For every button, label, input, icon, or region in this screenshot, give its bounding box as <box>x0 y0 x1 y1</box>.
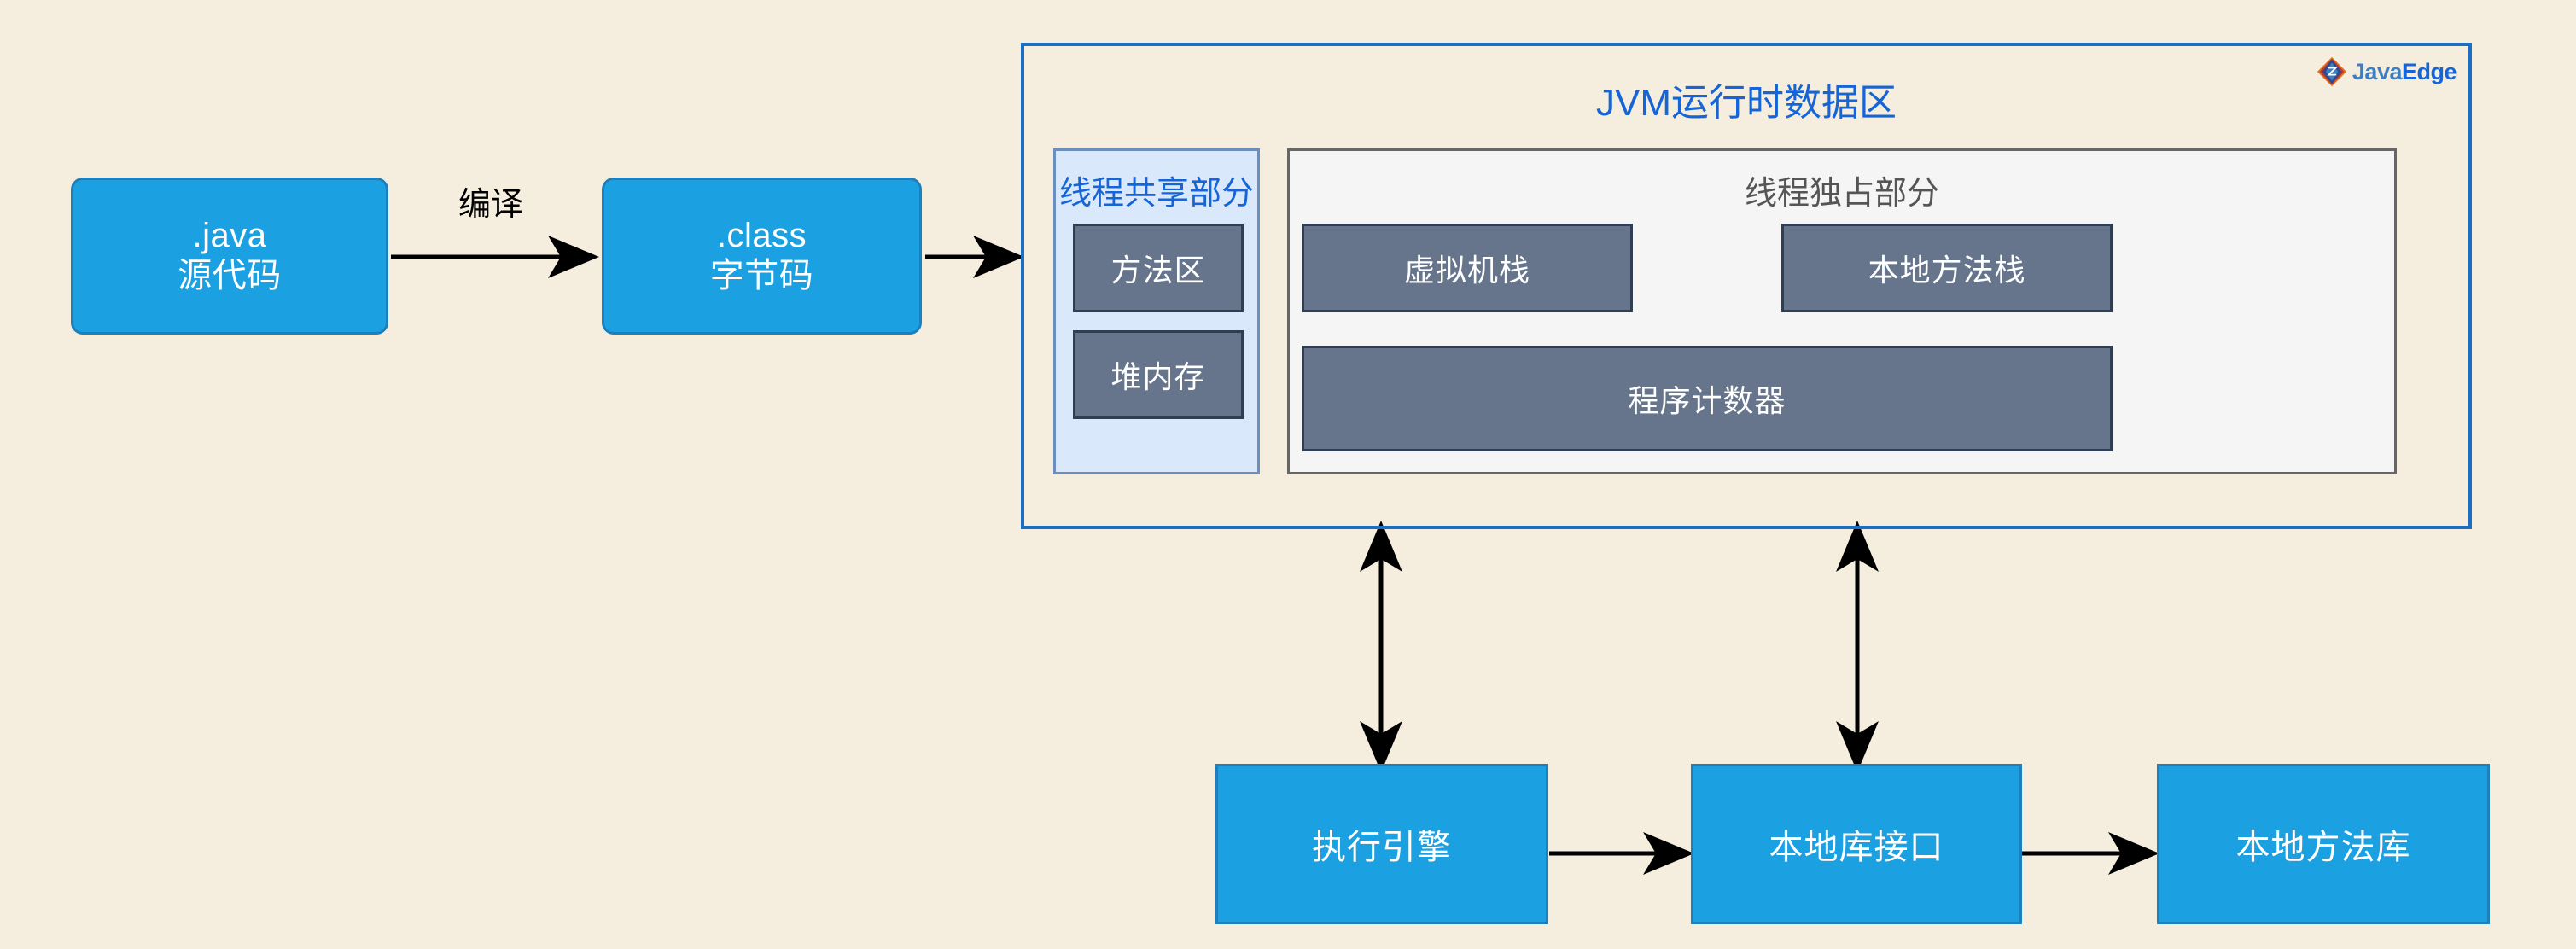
java-source-line1: .java <box>192 216 267 254</box>
thread-shared-container: 线程共享部分 方法区 堆内存 <box>1053 148 1260 474</box>
execution-engine-label: 执行引擎 <box>1312 829 1452 866</box>
class-bytecode-box[interactable]: .class 字节码 <box>602 178 922 335</box>
native-method-stack-label: 本地方法栈 <box>1868 253 2026 288</box>
vm-stack-box[interactable]: 虚拟机栈 <box>1302 224 1633 312</box>
javaedge-wordmark: JavaEdge <box>2352 59 2457 85</box>
jvm-runtime-title: JVM运行时数据区 <box>1596 82 1897 124</box>
jvm-runtime-data-area-container: JVM运行时数据区 线程共享部分 方法区 堆内存 线程独占部分 虚拟机栈 本地方… <box>1021 43 2472 529</box>
thread-shared-title: 线程共享部分 <box>1058 176 1254 212</box>
native-method-library-label: 本地方法库 <box>2235 829 2411 866</box>
thread-exclusive-title: 线程独占部分 <box>1744 176 1939 212</box>
vm-stack-label: 虚拟机栈 <box>1403 253 1530 288</box>
brand-java-text: Java <box>2352 58 2403 84</box>
program-counter-box[interactable]: 程序计数器 <box>1302 346 2113 451</box>
program-counter-label: 程序计数器 <box>1628 383 1786 418</box>
thread-exclusive-container: 线程独占部分 虚拟机栈 本地方法栈 程序计数器 <box>1287 148 2397 474</box>
class-bytecode-line1: .class <box>716 216 807 254</box>
java-source-line2: 源代码 <box>178 257 282 294</box>
native-interface-label: 本地库接口 <box>1769 829 1944 866</box>
native-method-stack-box[interactable]: 本地方法栈 <box>1781 224 2113 312</box>
heap-memory-box[interactable]: 堆内存 <box>1073 330 1244 419</box>
compile-label: 编译 <box>458 187 523 223</box>
brand-edge-text: Edge <box>2401 58 2457 84</box>
method-area-box[interactable]: 方法区 <box>1073 224 1244 312</box>
javaedge-logo: JavaEdge <box>2317 56 2457 87</box>
javaedge-diamond-icon <box>2317 56 2347 87</box>
native-method-library-box[interactable]: 本地方法库 <box>2157 764 2490 924</box>
java-source-box[interactable]: .java 源代码 <box>71 178 388 335</box>
class-bytecode-line2: 字节码 <box>709 257 814 294</box>
heap-memory-label: 堆内存 <box>1110 359 1206 394</box>
method-area-label: 方法区 <box>1110 253 1206 288</box>
execution-engine-box[interactable]: 执行引擎 <box>1215 764 1548 924</box>
native-interface-box[interactable]: 本地库接口 <box>1691 764 2022 924</box>
